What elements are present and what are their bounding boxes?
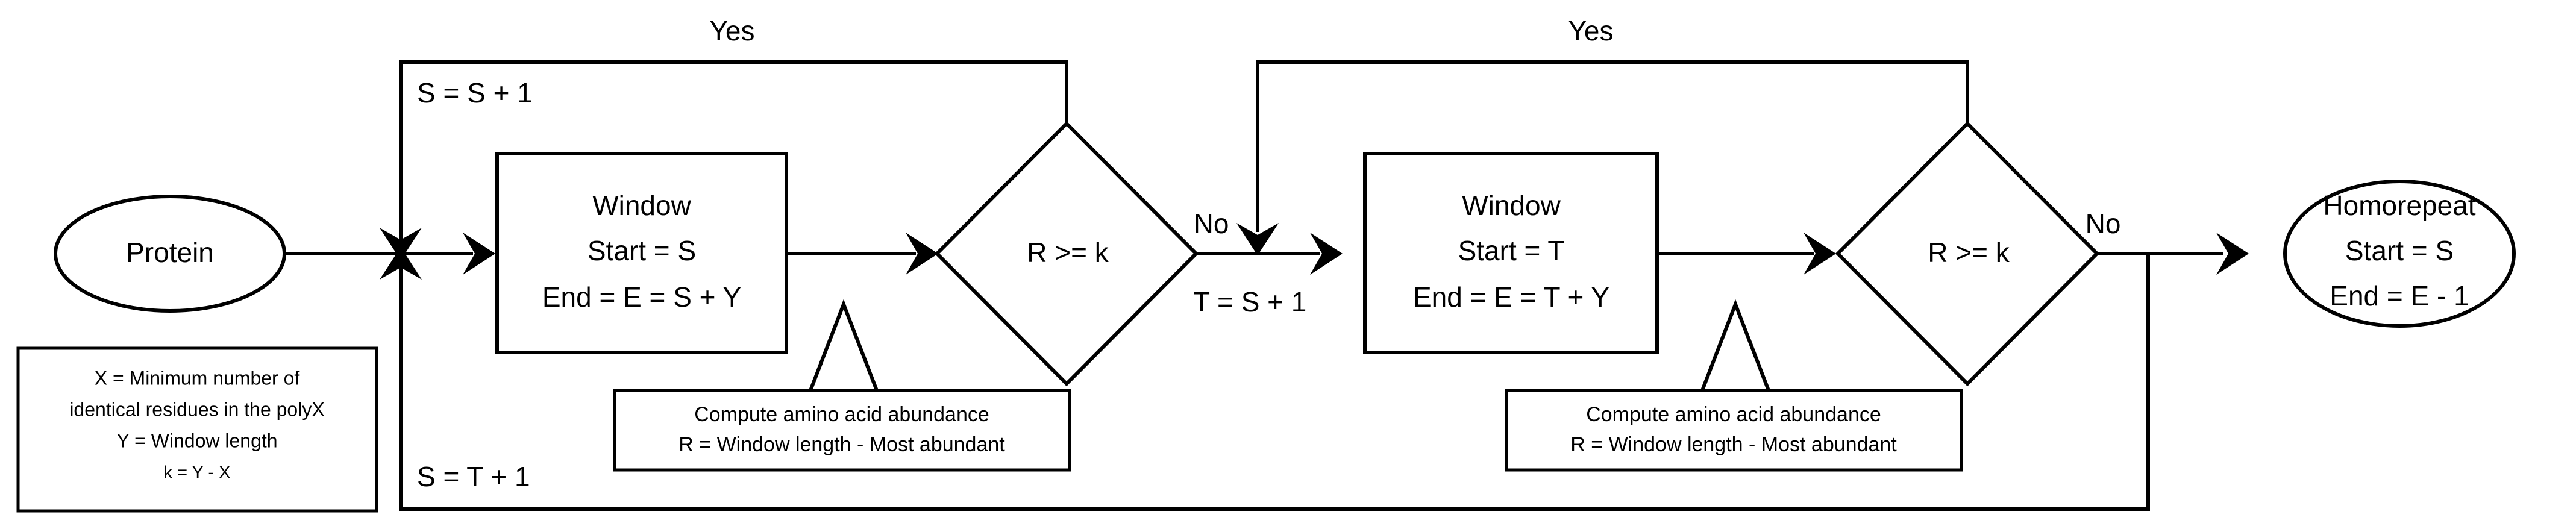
decision1-label: R >= k [1027, 237, 1109, 268]
arrowhead-window1-in [463, 233, 495, 275]
node-end-homorepeat[interactable]: Homorepeat Start = S End = E - 1 [2283, 180, 2516, 328]
callout1-line2: R = Window length - Most abundant [678, 433, 1005, 456]
window2-line3: End = E = T + Y [1413, 281, 1609, 313]
window1-line1: Window [592, 190, 691, 221]
callout-2[interactable]: Compute amino acid abundance R = Window … [1505, 389, 1963, 472]
arrowhead-merge-top [380, 228, 422, 260]
edge-decision2-no-to-end [2097, 233, 2249, 275]
end-line1: Homorepeat [2323, 190, 2475, 221]
window1-line2: Start = S [588, 235, 696, 266]
edge-yes-loop-1 [380, 60, 1068, 260]
window2-line1: Window [1462, 190, 1561, 221]
edge-window1-to-decision1 [786, 233, 938, 275]
arrowhead-window2-in [1310, 233, 1343, 275]
arrowhead-decision2-in [1804, 233, 1836, 275]
edge-label-no-2: No [2086, 208, 2121, 239]
start-label: Protein [126, 237, 214, 268]
decision2-label: R >= k [1928, 237, 2010, 268]
legend-line3: Y = Window length [116, 430, 277, 451]
node-window2[interactable]: Window Start = T End = E = T + Y [1363, 152, 1659, 354]
edge-label-t-assign: T = S + 1 [1193, 286, 1306, 318]
legend-line4: k = Y - X [164, 463, 231, 483]
arrowhead-decision1-in [906, 233, 938, 275]
legend-box[interactable]: X = Minimum number of identical residues… [16, 346, 378, 513]
edge-window2-to-decision2 [1657, 233, 1836, 275]
arrowhead-yes-loop2-down [1236, 223, 1279, 255]
node-start-protein[interactable]: Protein [54, 195, 286, 313]
edge-label-s-increment: S = S + 1 [417, 77, 533, 108]
edge-merge-to-window1 [401, 233, 495, 275]
arrowhead-end-in [2216, 233, 2249, 275]
callout1-leader [809, 299, 879, 392]
end-line2: Start = S [2345, 235, 2454, 266]
window1-line3: End = E = S + Y [542, 281, 741, 313]
legend-line2: identical residues in the polyX [69, 398, 324, 420]
callout1-line1: Compute amino acid abundance [694, 403, 989, 426]
end-line3: End = E - 1 [2330, 280, 2469, 311]
edge-label-yes-2: Yes [1568, 15, 1613, 46]
edge-return-bottom [380, 247, 2150, 511]
node-decision2[interactable]: R >= k [1835, 120, 2100, 387]
legend-line1: X = Minimum number of [95, 367, 300, 389]
window2-line2: Start = T [1458, 235, 1565, 266]
callout-1[interactable]: Compute amino acid abundance R = Window … [613, 389, 1071, 472]
node-decision1[interactable]: R >= k [934, 120, 1199, 387]
callout2-line2: R = Window length - Most abundant [1570, 433, 1897, 456]
node-window1[interactable]: Window Start = S End = E = S + Y [495, 152, 788, 354]
edge-label-no-1: No [1194, 208, 1229, 239]
arrowhead-merge-bottom [380, 247, 422, 280]
callout2-leader [1700, 299, 1770, 392]
edge-yes-loop-2 [1236, 60, 1969, 255]
edge-label-s-reset: S = T + 1 [417, 461, 530, 492]
callout2-line1: Compute amino acid abundance [1586, 403, 1881, 426]
edge-label-yes-1: Yes [709, 15, 754, 46]
